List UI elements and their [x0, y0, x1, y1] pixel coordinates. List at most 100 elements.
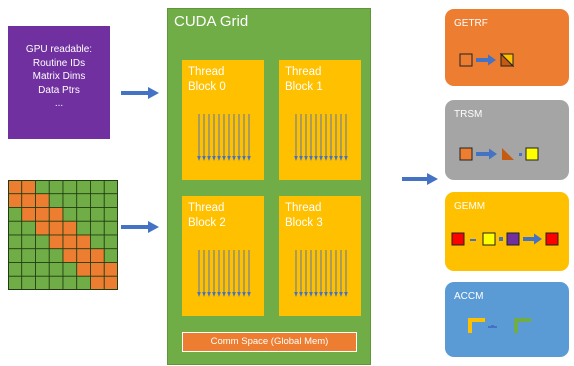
- matrix-tile: [21, 220, 36, 236]
- thread-block-3: Thread Block 3: [279, 196, 361, 316]
- arrow-right-icon: [402, 173, 438, 185]
- info-line: Matrix Dims: [32, 71, 86, 82]
- thread-arrowhead: [314, 156, 318, 161]
- matrix-tile: [76, 180, 91, 195]
- matrix-tile: [90, 234, 105, 250]
- accm-icon: [468, 318, 531, 333]
- matrix-tile: [62, 193, 78, 208]
- thread-arrowhead: [344, 292, 348, 297]
- matrix-tile: [21, 262, 36, 277]
- thread-arrowhead: [212, 156, 216, 161]
- matrix-tile: [35, 180, 50, 195]
- matrix-tile: [103, 193, 118, 208]
- trsm-icon: [459, 147, 539, 161]
- thread-arrowhead: [334, 292, 338, 297]
- matrix-tile: [76, 248, 91, 263]
- thread-arrowhead: [222, 292, 226, 297]
- thread-arrowhead: [217, 156, 221, 161]
- matrix-tile: [48, 234, 64, 250]
- thread-arrowhead: [309, 156, 313, 161]
- thread-block-0: Thread Block 0: [182, 60, 264, 180]
- thread-block-label: Thread Block 0: [188, 65, 260, 95]
- arrow-right-icon: [121, 221, 159, 233]
- matrix-tile: [8, 193, 23, 208]
- thread-arrowhead: [324, 156, 328, 161]
- thread-arrowhead: [222, 156, 226, 161]
- matrix-tile: [103, 207, 118, 222]
- gpu-readable-info-panel: GPU readable: Routine IDs Matrix Dims Da…: [8, 26, 110, 139]
- cuda-grid-title: CUDA Grid: [174, 13, 249, 30]
- routine-card-gemm: GEMM: [445, 192, 569, 271]
- getrf-icon: [459, 52, 515, 68]
- matrix-tile: [21, 234, 36, 250]
- matrix-tile: [35, 234, 50, 250]
- thread-arrowhead: [304, 292, 308, 297]
- matrix-tile: [35, 248, 50, 263]
- thread-block-2: Thread Block 2: [182, 196, 264, 316]
- matrix-tile: [62, 234, 78, 250]
- routine-name: GEMM: [454, 201, 486, 212]
- thread-arrowhead: [294, 156, 298, 161]
- routine-name: TRSM: [454, 109, 483, 120]
- thread-arrowhead: [339, 292, 343, 297]
- thread-arrowhead: [232, 156, 236, 161]
- comm-space-box: Comm Space (Global Mem): [182, 332, 357, 352]
- thread-arrowhead: [232, 292, 236, 297]
- routine-card-trsm: TRSM: [445, 100, 569, 180]
- thread-block-line: Thread: [188, 66, 225, 78]
- matrix-tile: [76, 193, 91, 208]
- thread-block-label: Thread Block 2: [188, 201, 260, 231]
- thread-arrowhead: [339, 156, 343, 161]
- matrix-tile: [90, 275, 105, 290]
- matrix-tile: [48, 262, 64, 277]
- thread-arrowhead: [207, 292, 211, 297]
- thread-arrowhead: [309, 292, 313, 297]
- thread-arrowhead: [242, 292, 246, 297]
- routine-name: ACCM: [454, 291, 484, 302]
- matrix-tile: [62, 220, 78, 236]
- matrix-tile: [62, 262, 78, 277]
- matrix-tile: [48, 275, 64, 290]
- matrix-tile: [62, 275, 78, 290]
- thread-arrowhead: [237, 156, 241, 161]
- thread-block-line: Block 0: [188, 81, 226, 93]
- matrix-tile: [48, 248, 64, 263]
- matrix-tile: [62, 207, 78, 222]
- matrix-tile: [90, 193, 105, 208]
- routine-card-getrf: GETRF: [445, 9, 569, 86]
- thread-arrowhead: [197, 292, 201, 297]
- matrix-tile: [8, 275, 23, 290]
- matrix-tile: [48, 220, 64, 236]
- matrix-tile: [76, 234, 91, 250]
- matrix-tile: [103, 262, 118, 277]
- thread-block-line: Thread: [285, 202, 322, 214]
- thread-block-line: Thread: [285, 66, 322, 78]
- tiled-matrix: [8, 180, 118, 290]
- thread-arrowhead: [299, 156, 303, 161]
- thread-block-label: Thread Block 1: [285, 65, 357, 95]
- matrix-tile: [62, 248, 78, 263]
- thread-arrowhead: [329, 156, 333, 161]
- matrix-tile: [35, 193, 50, 208]
- matrix-tile: [35, 262, 50, 277]
- matrix-tile: [8, 207, 23, 222]
- matrix-tile: [21, 275, 36, 290]
- thread-arrowhead: [304, 156, 308, 161]
- matrix-tile: [90, 207, 105, 222]
- matrix-tile: [35, 207, 50, 222]
- thread-block-label: Thread Block 3: [285, 201, 357, 231]
- matrix-tile: [76, 207, 91, 222]
- matrix-tile: [48, 207, 64, 222]
- matrix-tile: [8, 220, 23, 236]
- thread-arrowhead: [334, 156, 338, 161]
- thread-arrowhead: [197, 156, 201, 161]
- matrix-tile: [103, 275, 118, 290]
- threads-arrows-icon: [294, 250, 348, 297]
- thread-arrowhead: [247, 156, 251, 161]
- matrix-tile: [8, 234, 23, 250]
- matrix-tile: [90, 180, 105, 195]
- thread-block-line: Block 2: [188, 217, 226, 229]
- thread-arrowhead: [202, 292, 206, 297]
- matrix-tile: [103, 248, 118, 263]
- matrix-tile: [21, 207, 36, 222]
